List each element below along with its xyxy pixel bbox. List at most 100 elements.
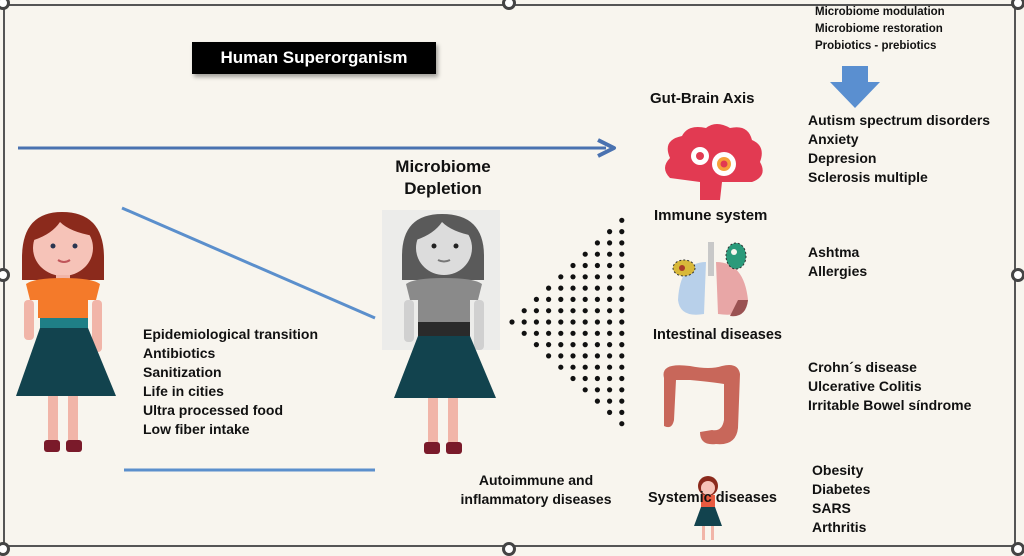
- pattern-dot: [570, 274, 576, 280]
- cause-item: Sanitization: [143, 364, 222, 380]
- condition-item: Diabetes: [812, 481, 871, 497]
- resize-handle-middle-left[interactable]: [0, 268, 10, 282]
- condition-item: Ulcerative Colitis: [808, 378, 922, 394]
- conditions-immune: Ashtma Allergies: [808, 243, 867, 281]
- resize-handle-bottom-center[interactable]: [502, 542, 516, 556]
- label-line: inflammatory diseases: [460, 491, 612, 507]
- pattern-dot: [619, 251, 625, 257]
- pattern-dot: [594, 308, 601, 314]
- pattern-dot: [533, 308, 540, 314]
- pattern-dot: [570, 285, 576, 291]
- condition-item: Arthritis: [812, 519, 867, 535]
- pattern-dot: [619, 421, 625, 427]
- pattern-dot: [607, 409, 613, 415]
- resize-handle-middle-right[interactable]: [1011, 268, 1024, 282]
- pattern-dot: [570, 296, 576, 302]
- pattern-dot: [558, 330, 564, 336]
- pattern-dot: [570, 342, 576, 348]
- resize-handle-bottom-right[interactable]: [1011, 542, 1024, 556]
- category-label-systemic: Systemic diseases: [648, 490, 777, 506]
- label-line: Depletion: [404, 179, 482, 198]
- pattern-dot: [533, 319, 540, 325]
- pattern-dot: [619, 296, 625, 302]
- pattern-dot: [558, 285, 564, 291]
- pattern-dot: [509, 319, 515, 325]
- pattern-dot: [558, 274, 564, 280]
- microbiome-depletion-label: Microbiome Depletion: [380, 156, 506, 200]
- pattern-dot: [607, 375, 613, 382]
- category-label-gut-brain: Gut-Brain Axis: [650, 90, 755, 107]
- pattern-dot: [607, 296, 613, 302]
- pattern-dot: [607, 364, 613, 370]
- pattern-dot: [546, 296, 552, 302]
- condition-item: Obesity: [812, 462, 864, 478]
- pattern-dot: [619, 240, 625, 246]
- resize-handle-top-right[interactable]: [1011, 0, 1024, 10]
- pattern-dot: [619, 229, 625, 235]
- label-line: Microbiome: [395, 157, 491, 176]
- pattern-dot: [582, 262, 588, 269]
- pattern-dot: [570, 319, 576, 325]
- pattern-dot: [619, 262, 625, 269]
- cause-item: Antibiotics: [143, 345, 216, 361]
- pattern-dot: [619, 217, 625, 223]
- pattern-dot: [619, 330, 625, 336]
- pattern-dot: [607, 330, 613, 336]
- condition-item: Anxiety: [808, 131, 859, 147]
- pattern-dot: [619, 342, 625, 348]
- colon-icon: [663, 365, 740, 445]
- pattern-dot: [607, 319, 613, 325]
- pattern-dot: [521, 330, 527, 336]
- pattern-dot: [582, 364, 588, 370]
- pattern-dot: [594, 353, 601, 359]
- pattern-dot: [594, 251, 601, 257]
- intervention-item: Microbiome modulation: [815, 6, 945, 18]
- pattern-dot: [594, 285, 601, 291]
- pattern-dot: [594, 364, 601, 370]
- pattern-dot: [619, 409, 625, 415]
- pattern-dot: [594, 240, 601, 246]
- pattern-dot: [570, 330, 576, 336]
- pattern-dot: [546, 308, 552, 314]
- pattern-dot: [607, 308, 613, 314]
- causes-list: Epidemiological transition Antibiotics S…: [143, 325, 318, 439]
- pattern-dot: [619, 353, 625, 359]
- condition-item: Depresion: [808, 150, 877, 166]
- pattern-dot: [594, 274, 601, 280]
- pattern-dot: [594, 387, 601, 393]
- pattern-dot: [558, 296, 564, 302]
- conditions-systemic: Obesity Diabetes SARS Arthritis: [812, 461, 870, 537]
- small-person-icon: [694, 476, 722, 540]
- pattern-dot: [582, 285, 588, 291]
- pattern-dot: [570, 364, 576, 370]
- resize-handle-top-center[interactable]: [502, 0, 516, 10]
- main-arrow-head: [597, 138, 616, 158]
- down-arrow-icon: [830, 66, 880, 108]
- pattern-dot: [594, 319, 601, 325]
- pattern-dot: [619, 308, 625, 314]
- pattern-dot: [570, 375, 576, 382]
- pattern-dot: [558, 342, 564, 348]
- cause-item: Epidemiological transition: [143, 326, 319, 342]
- pattern-dot: [594, 262, 601, 269]
- pattern-dot: [607, 251, 613, 257]
- depleted-girl-illustration: [382, 210, 500, 454]
- pattern-dot: [619, 364, 625, 370]
- pattern-dot: [570, 353, 576, 359]
- cause-item: Low fiber intake: [143, 421, 250, 437]
- intervention-item: Probiotics - prebiotics: [815, 40, 937, 52]
- cause-item: Ultra processed food: [143, 402, 284, 418]
- intervention-item: Microbiome restoration: [815, 23, 943, 35]
- brain-gears-icon: [665, 124, 763, 200]
- pattern-dot: [546, 319, 552, 325]
- pattern-dot: [558, 308, 564, 314]
- pattern-dot: [582, 353, 588, 359]
- resize-handle-bottom-left[interactable]: [0, 542, 10, 556]
- pattern-dot: [546, 353, 552, 359]
- resize-handle-top-left[interactable]: [0, 0, 10, 10]
- dot-triangle-pattern: [509, 217, 625, 427]
- pattern-dot: [546, 330, 552, 336]
- condition-item: Ashtma: [808, 244, 860, 260]
- pattern-dot: [607, 387, 613, 393]
